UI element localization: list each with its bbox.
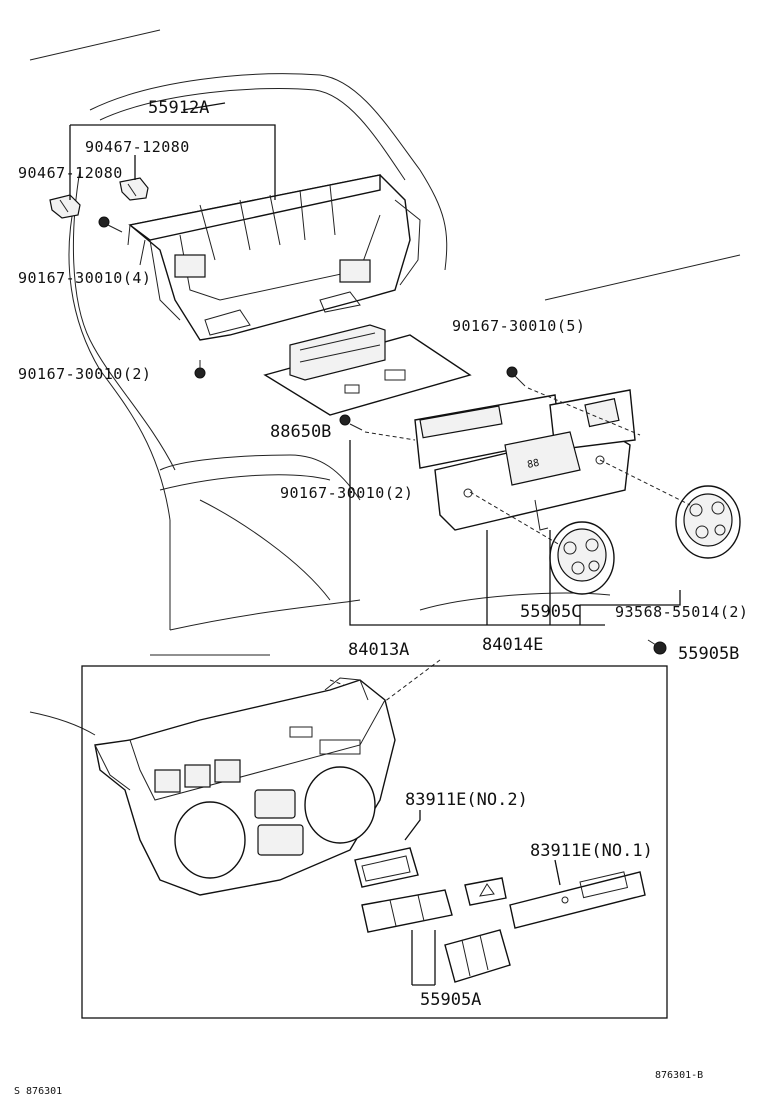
- label-90167-5: 90167-30010(5): [452, 317, 585, 335]
- dashboard-outline: [29, 29, 741, 736]
- bracket-55912A: [127, 174, 421, 341]
- svg-text:88: 88: [526, 458, 540, 471]
- label-83911E-no1: 83911E(NO.1): [530, 841, 653, 861]
- trim-83911E-no1: [509, 871, 646, 929]
- clip-90467-left: [49, 194, 81, 219]
- hazard-switch: [464, 877, 507, 906]
- screw-90167-2b: [339, 414, 363, 431]
- screw-90167-5: [506, 366, 526, 387]
- knob-93568: [675, 485, 741, 559]
- screw-90167-2a: [194, 360, 206, 379]
- clip-90467-right: [119, 177, 149, 201]
- knob-55905C: [549, 521, 615, 595]
- panel-84014E: 88: [414, 389, 636, 531]
- leader-lines: [69, 102, 681, 986]
- label-90467-a: 90467-12080: [85, 138, 190, 156]
- label-55912A: 55912A: [148, 98, 209, 118]
- label-88650B: 88650B: [270, 422, 331, 442]
- label-83911E-no2: 83911E(NO.2): [405, 790, 528, 810]
- label-84013A: 84013A: [348, 640, 409, 660]
- trim-83911E-no2: [354, 847, 419, 888]
- label-55905A: 55905A: [420, 990, 481, 1010]
- label-84014E: 84014E: [482, 635, 543, 655]
- switch-cluster-right: [444, 929, 511, 983]
- label-90167-2a: 90167-30010(2): [18, 365, 151, 383]
- screw-90167-4: [98, 216, 123, 233]
- footer-right-code: 876301-B: [655, 1070, 703, 1081]
- label-55905B: 55905B: [678, 644, 739, 664]
- board-88650B: [263, 324, 472, 416]
- label-90167-4: 90167-30010(4): [18, 269, 151, 287]
- alignment-lines: [329, 387, 691, 721]
- label-90467-b: 90467-12080: [18, 164, 123, 182]
- switch-cluster-left: [361, 889, 453, 933]
- label-93568: 93568-55014(2): [615, 603, 748, 621]
- footer-left-code: S 876301: [14, 1086, 62, 1097]
- label-55905C: 55905C: [520, 602, 581, 622]
- bezel-84013A: [81, 665, 668, 1019]
- label-90167-2b: 90167-30010(2): [280, 484, 413, 502]
- screw-93568: [647, 639, 667, 655]
